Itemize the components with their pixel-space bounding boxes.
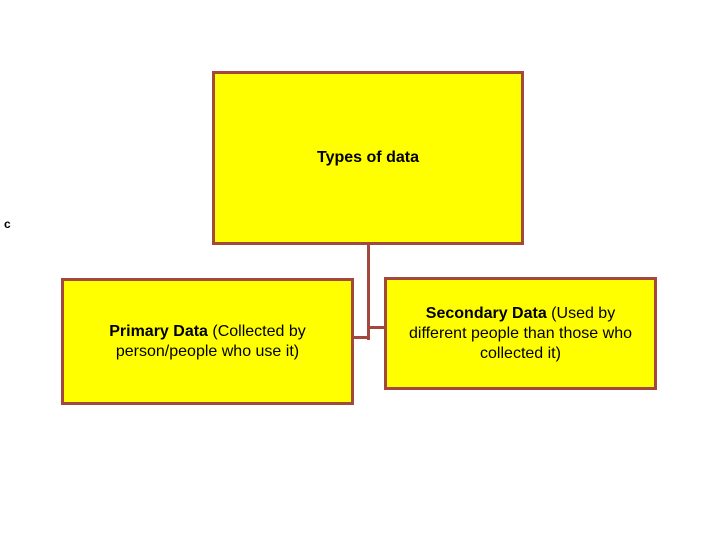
primary-data-line-1-rest: (Collected by [207, 322, 306, 340]
primary-data-line-2-text: person/people who use it) [115, 342, 300, 360]
connector-to-primary-line [353, 336, 370, 339]
secondary-data-line-1-rest: (Used by [546, 304, 616, 322]
primary-data-bold-label: Primary Data [109, 322, 208, 340]
connector-to-secondary-line [369, 326, 384, 329]
secondary-data-line-2: different people than those who [409, 324, 632, 344]
secondary-data-bold-label: Secondary Data [425, 304, 547, 322]
primary-data-box: Primary Data (Collected by person/people… [61, 278, 354, 405]
types-of-data-label: Types of data [317, 149, 419, 166]
primary-data-line-1: Primary Data (Collected by [109, 322, 306, 342]
secondary-data-line-3: collected it) [480, 344, 561, 364]
secondary-data-box: Secondary Data (Used by different people… [384, 277, 657, 390]
secondary-data-line-2-text: different people than those who [409, 324, 632, 342]
stray-letter-c: c [4, 217, 11, 231]
primary-data-line-2: person/people who use it) [116, 342, 299, 362]
types-of-data-box: Types of data [212, 71, 524, 245]
secondary-data-line-1: Secondary Data (Used by [426, 304, 615, 324]
connector-vertical-line [367, 245, 370, 340]
secondary-data-line-3-text: collected it) [480, 344, 561, 362]
